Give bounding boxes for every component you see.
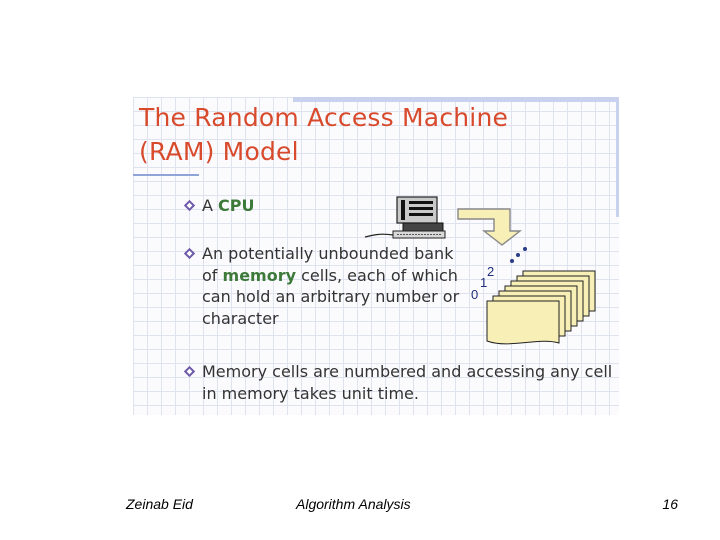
bullet-text: A CPU	[202, 196, 255, 215]
memory-label-1: 1	[480, 275, 487, 290]
bullet-text: Memory cells are numbered and accessing …	[202, 362, 613, 403]
slide-title: The Random Access Machine (RAM) Model	[139, 101, 508, 169]
bullet-unit-time: Memory cells are numbered and accessing …	[183, 361, 613, 404]
bullet-memory: An potentially unbounded bank of memory …	[183, 243, 463, 329]
bullet-cpu: A CPU	[183, 195, 255, 217]
diamond-bullet-icon	[183, 199, 196, 212]
memory-cells-icon: 2 1 0	[471, 247, 596, 345]
footer-page-number: 16	[662, 496, 678, 512]
right-rule	[616, 97, 619, 217]
title-underline	[133, 174, 199, 176]
memory-label-2: 2	[487, 264, 494, 279]
footer-author: Zeinab Eid	[126, 496, 193, 512]
memory-label-0: 0	[471, 287, 478, 302]
slide-image: The Random Access Machine (RAM) Model A …	[133, 97, 619, 415]
bullet-text: An potentially unbounded bank of memory …	[202, 244, 460, 328]
top-rule	[293, 97, 619, 102]
title-line-2: (RAM) Model	[139, 137, 299, 166]
arrow-icon	[457, 208, 523, 246]
computer-icon	[364, 196, 446, 239]
diamond-bullet-icon	[183, 247, 196, 260]
title-line-1: The Random Access Machine	[139, 103, 509, 132]
diamond-bullet-icon	[183, 365, 196, 378]
footer-course-title: Algorithm Analysis	[296, 496, 411, 512]
